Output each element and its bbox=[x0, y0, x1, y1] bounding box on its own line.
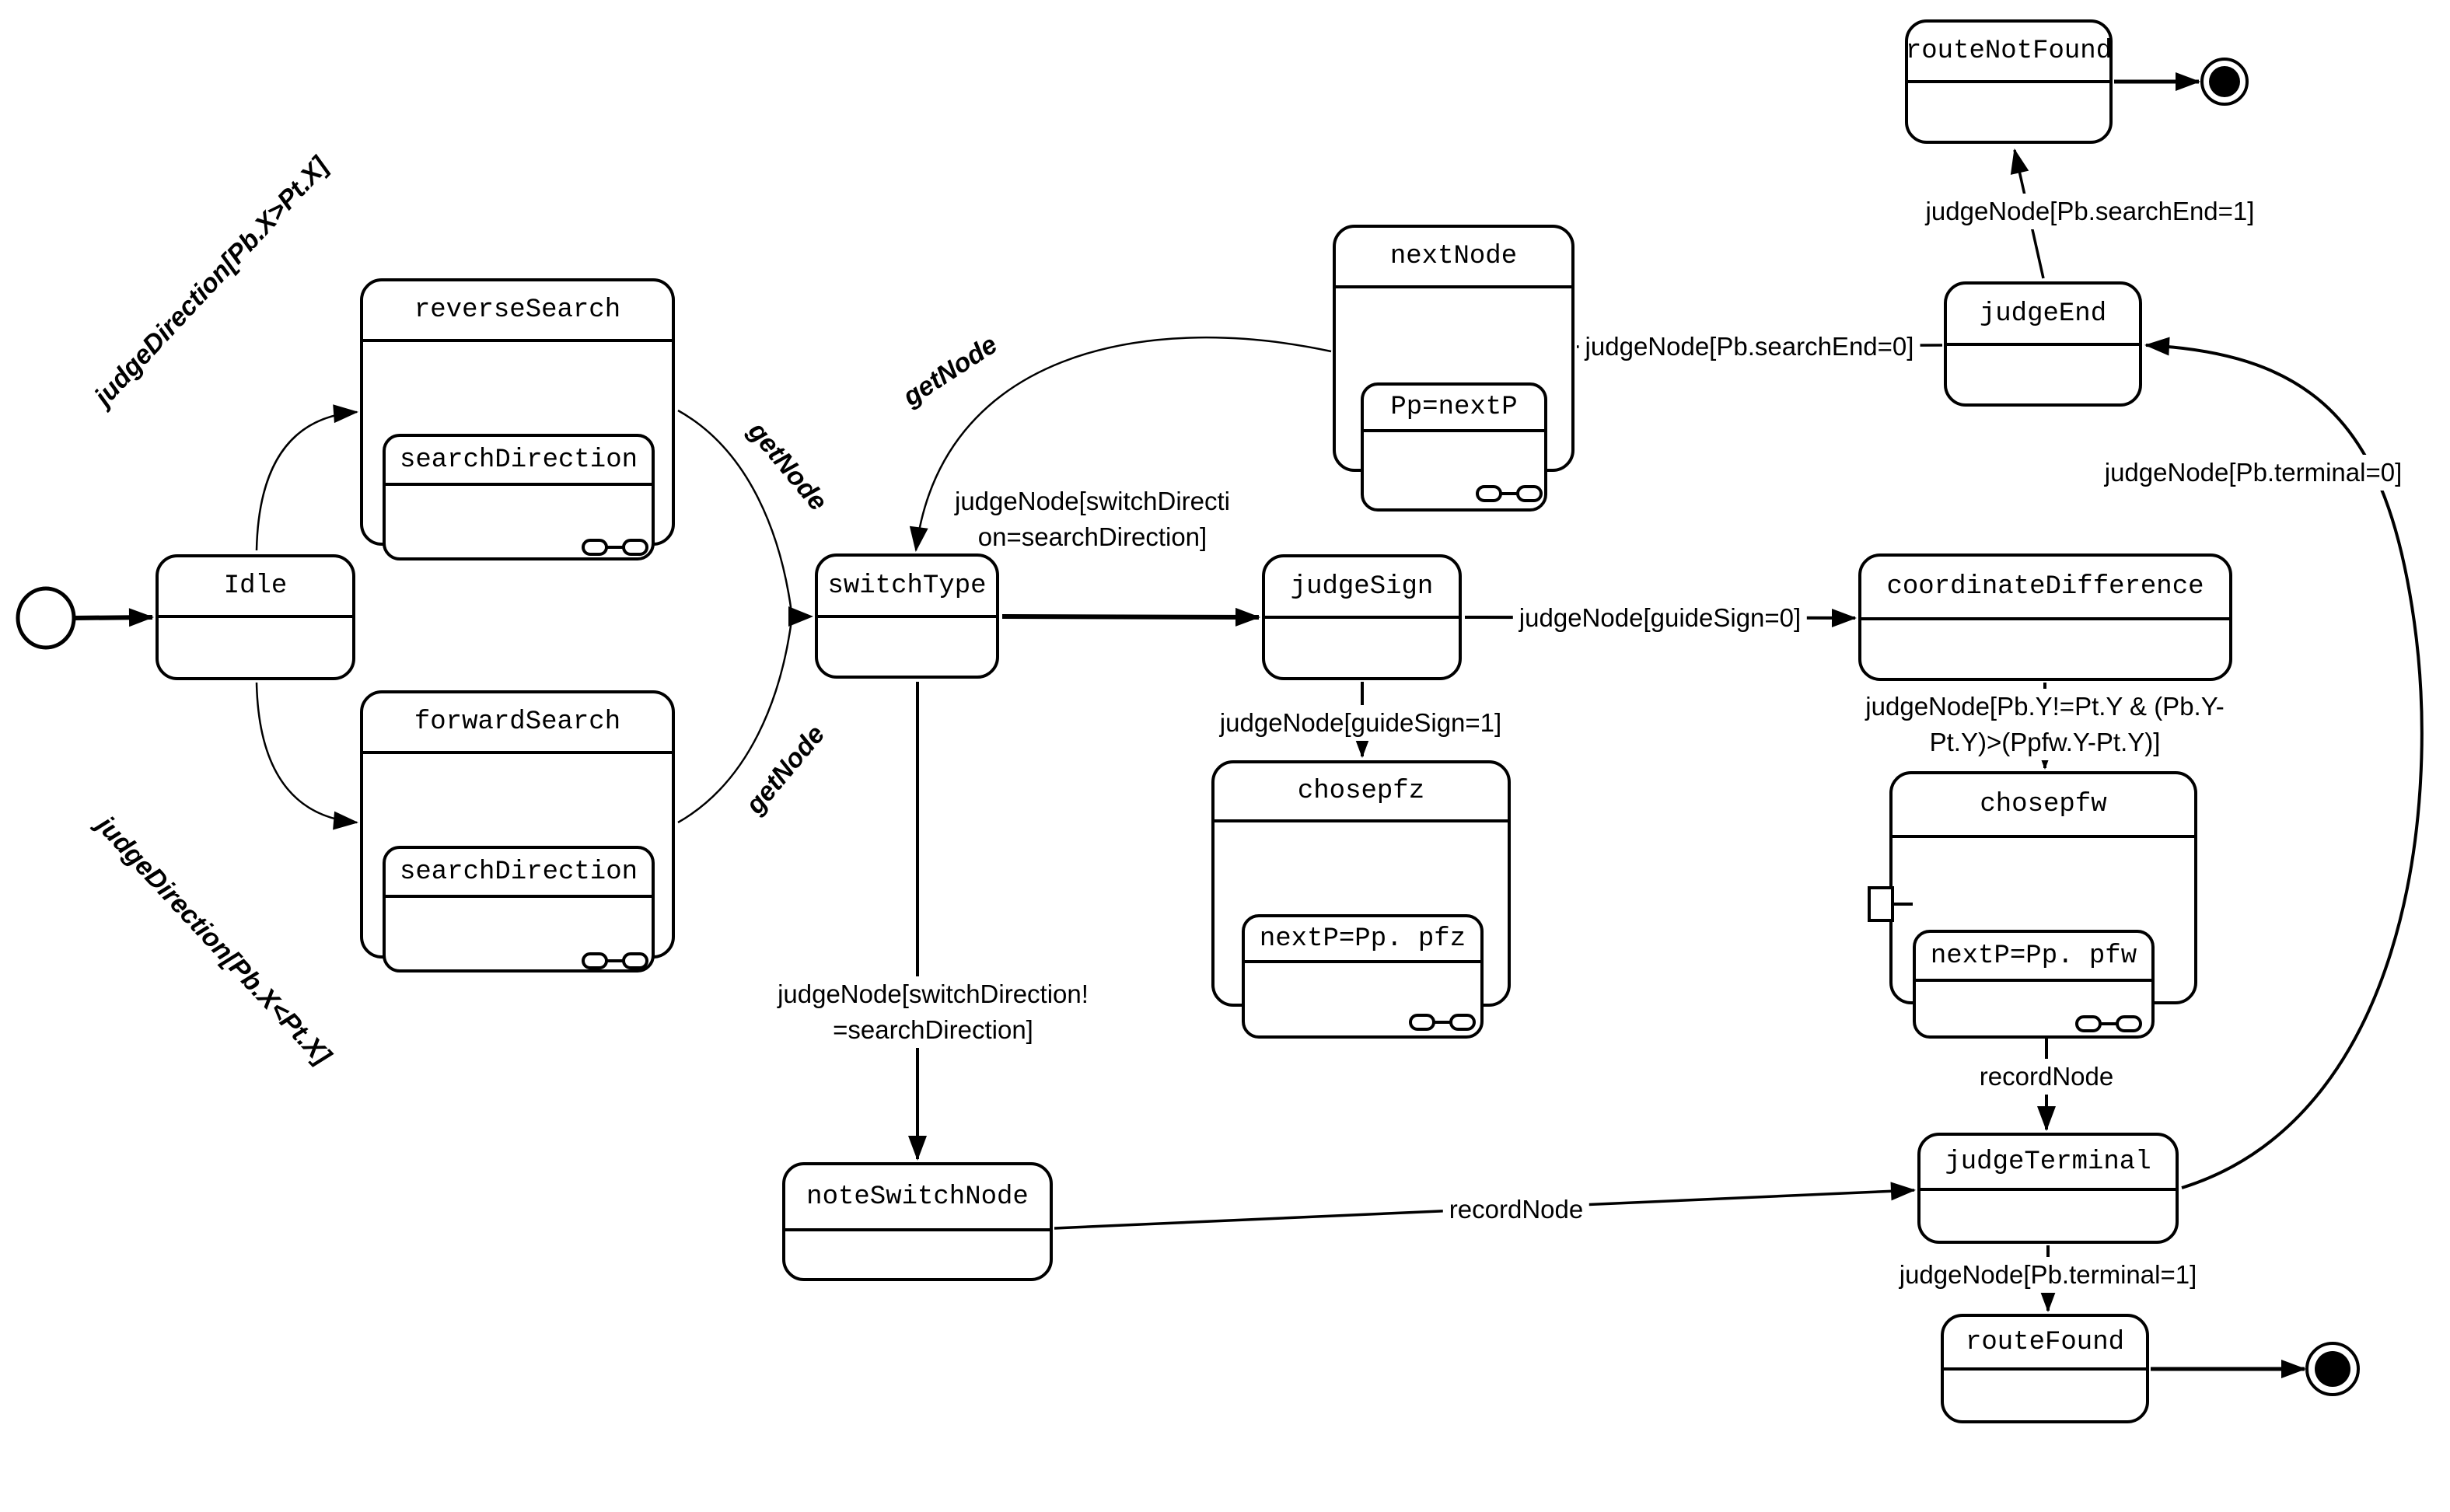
chosepfw-anchor-tab bbox=[1868, 886, 1894, 922]
link-bar bbox=[1432, 1021, 1452, 1024]
chosepfw-anchor-bar bbox=[1893, 903, 1913, 906]
link-pill-left bbox=[582, 952, 608, 969]
link-pill-right bbox=[2116, 1015, 2142, 1032]
arrow-judgeterminal-to-judgeend bbox=[2144, 337, 2424, 1189]
link-bar bbox=[605, 959, 625, 962]
state-title: switchType bbox=[818, 557, 996, 618]
substate-nextp-pfz: nextP=Pp. pfz bbox=[1242, 914, 1484, 1039]
link-bar bbox=[2099, 1022, 2119, 1025]
substate-searchdirection: searchDirection bbox=[383, 846, 655, 972]
transition-label-judgeend-to-nextnode: judgeNode[Pb.searchEnd=0] bbox=[1578, 329, 1921, 365]
submachine-link-icon bbox=[1476, 485, 1543, 502]
transition-label-judgeend-to-routenotfound: judgeNode[Pb.searchEnd=1] bbox=[1919, 194, 2261, 229]
link-pill-right bbox=[622, 539, 648, 556]
transition-label-chosepfw-to-judgeterminal: recordNode bbox=[1973, 1059, 2120, 1095]
final-state-core-bottom bbox=[2315, 1351, 2350, 1387]
state-title: Idle bbox=[159, 557, 352, 618]
state-title: judgeSign bbox=[1265, 557, 1459, 619]
state-title: judgeTerminal bbox=[1921, 1136, 2176, 1191]
arrow-idle-to-forwardsearch bbox=[255, 682, 358, 830]
state-title: routeFound bbox=[1944, 1317, 2146, 1371]
transition-label-switchtype-to-noteswitchnode: judgeNode[switchDirection! =searchDirect… bbox=[771, 976, 1095, 1048]
state-chosepfz: chosepfz nextP=Pp. pfz bbox=[1211, 760, 1511, 1039]
transition-label-judgeterminal-to-judgeend: judgeNode[Pb.terminal=0] bbox=[2098, 455, 2409, 491]
final-state-core-top bbox=[2209, 66, 2240, 97]
substate-title: searchDirection bbox=[386, 437, 652, 486]
link-pill-right bbox=[622, 952, 648, 969]
arrowhead-getnode-merge bbox=[788, 606, 813, 627]
state-judgeterminal: judgeTerminal bbox=[1917, 1133, 2179, 1244]
link-pill-left bbox=[2075, 1015, 2102, 1032]
substate-title: searchDirection bbox=[386, 849, 652, 898]
state-title: coordinateDifference bbox=[1861, 557, 2229, 620]
state-title: judgeEnd bbox=[1947, 285, 2139, 346]
state-coordinatedifference: coordinateDifference bbox=[1858, 553, 2232, 681]
transition-label-coordinatedifference-to-chosepfw: judgeNode[Pb.Y!=Pt.Y & (Pb.Y-Pt.Y)>(Ppfw… bbox=[1842, 689, 2248, 760]
state-noteswitchnode: noteSwitchNode bbox=[782, 1162, 1053, 1281]
state-routenotfound: routeNotFound bbox=[1905, 19, 2113, 144]
substate-searchdirection: searchDirection bbox=[383, 434, 655, 560]
transition-label-judgesign-to-coordinatedifference: judgeNode[guideSign=0] bbox=[1512, 600, 1808, 636]
state-switchtype: switchType bbox=[815, 553, 999, 679]
state-title: chosepfz bbox=[1215, 763, 1508, 822]
transition-label-noteswitchnode-to-judgeterminal: recordNode bbox=[1442, 1192, 1590, 1227]
arrow-initial-to-idle bbox=[75, 608, 154, 627]
arrow-switchtype-to-judgesign bbox=[1001, 607, 1260, 627]
state-title: reverseSearch bbox=[363, 281, 672, 342]
arrow-idle-to-reversesearch bbox=[255, 404, 358, 551]
state-title: forwardSearch bbox=[363, 693, 672, 754]
link-bar bbox=[605, 546, 625, 549]
transition-label-switchtype-to-judgesign: judgeNode[switchDirecti on=searchDirecti… bbox=[955, 487, 1230, 551]
state-reversesearch: reverseSearch searchDirection bbox=[360, 278, 675, 560]
substate-nextp-pfw: nextP=Pp. pfw bbox=[1913, 930, 2155, 1039]
state-idle: Idle bbox=[156, 554, 355, 680]
state-chosepfw: chosepfw nextP=Pp. pfw bbox=[1889, 771, 2197, 1039]
initial-state-node bbox=[16, 586, 76, 650]
state-nextnode: nextNode Pp=nextP bbox=[1333, 225, 1575, 512]
arrow-forwardsearch-to-switchtype bbox=[677, 620, 793, 824]
state-judgeend: judgeEnd bbox=[1944, 281, 2142, 407]
submachine-link-icon bbox=[2075, 1015, 2142, 1032]
link-pill-right bbox=[1516, 485, 1543, 502]
substate-title: nextP=Pp. pfz bbox=[1245, 917, 1480, 963]
substate-title: nextP=Pp. pfw bbox=[1916, 933, 2151, 982]
link-pill-right bbox=[1449, 1014, 1476, 1031]
submachine-link-icon bbox=[582, 539, 648, 556]
submachine-link-icon bbox=[1409, 1014, 1476, 1031]
submachine-link-icon bbox=[582, 952, 648, 969]
state-title: routeNotFound bbox=[1906, 23, 2112, 83]
link-pill-left bbox=[1409, 1014, 1435, 1031]
link-bar bbox=[1499, 492, 1519, 495]
state-title: chosepfw bbox=[1893, 774, 2194, 838]
state-forwardsearch: forwardSearch searchDirection bbox=[360, 690, 675, 972]
transition-label-judgeterminal-to-routefound: judgeNode[Pb.terminal=1] bbox=[1893, 1257, 2204, 1293]
state-judgesign: judgeSign bbox=[1262, 554, 1462, 680]
arrow-reversesearch-to-switchtype bbox=[677, 409, 793, 613]
substate-pp-nextp: Pp=nextP bbox=[1361, 382, 1547, 512]
link-pill-left bbox=[1476, 485, 1502, 502]
state-routefound: routeFound bbox=[1941, 1314, 2149, 1423]
substate-title: Pp=nextP bbox=[1364, 386, 1544, 432]
state-title: nextNode bbox=[1336, 228, 1571, 288]
arrow-nextnode-to-switchtype bbox=[909, 336, 1332, 552]
state-title: noteSwitchNode bbox=[785, 1165, 1050, 1231]
link-pill-left bbox=[582, 539, 608, 556]
transition-label-judgesign-to-chosepfz: judgeNode[guideSign=1] bbox=[1213, 705, 1508, 741]
